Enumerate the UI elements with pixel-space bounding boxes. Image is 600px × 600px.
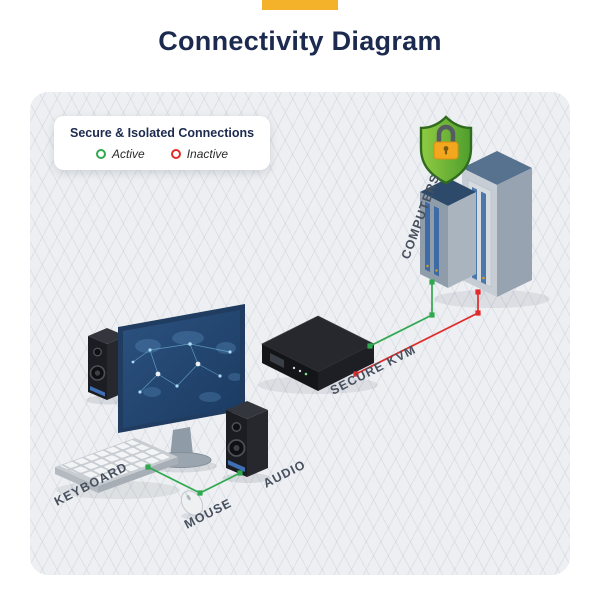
screen-world-map — [131, 331, 240, 402]
keyboard-illustration — [55, 438, 178, 493]
speaker-right-illustration — [226, 401, 268, 477]
mouse-wheel — [186, 495, 191, 501]
mouse-illustration — [180, 490, 204, 516]
kvm-display — [270, 353, 284, 368]
active-connection-nodes — [145, 279, 435, 496]
inactive-connection-nodes — [353, 289, 481, 377]
legend-item-label: Inactive — [186, 147, 229, 161]
legend-row: Active Inactive — [70, 147, 254, 161]
page-title: Connectivity Diagram — [158, 26, 442, 56]
active-status-icon — [96, 149, 107, 159]
active-connection-line — [369, 282, 433, 347]
monitor-neck — [170, 427, 193, 458]
connections — [145, 279, 481, 496]
legend-title: Secure & Isolated Connections — [70, 126, 255, 140]
legend-card: Secure & Isolated Connections Active Ina… — [54, 116, 271, 170]
kvm-power-led — [304, 372, 308, 376]
monitor-illustration — [118, 304, 245, 468]
legend-item-active: Active — [96, 147, 145, 161]
monitor-screen — [123, 310, 240, 428]
connectivity-diagram: KEYBOARD MOUSE AUDIO SECURE KVM COMPUTER… — [52, 115, 550, 532]
legend-item-label: Active — [112, 147, 145, 161]
inactive-status-icon — [170, 149, 181, 159]
computers-illustration — [419, 115, 532, 297]
active-connection-line — [199, 472, 241, 494]
audio-label: AUDIO — [261, 457, 308, 490]
secure-kvm-illustration — [261, 315, 375, 391]
computer-tower-left — [420, 178, 476, 288]
diagram-canvas: KEYBOARD MOUSE AUDIO SECURE KVM COMPUTER… — [30, 92, 570, 575]
legend-item-inactive: Inactive — [170, 147, 229, 161]
active-connection-line — [147, 466, 201, 494]
shield-lock-icon — [419, 115, 473, 185]
top-accent-bar — [262, 0, 338, 10]
